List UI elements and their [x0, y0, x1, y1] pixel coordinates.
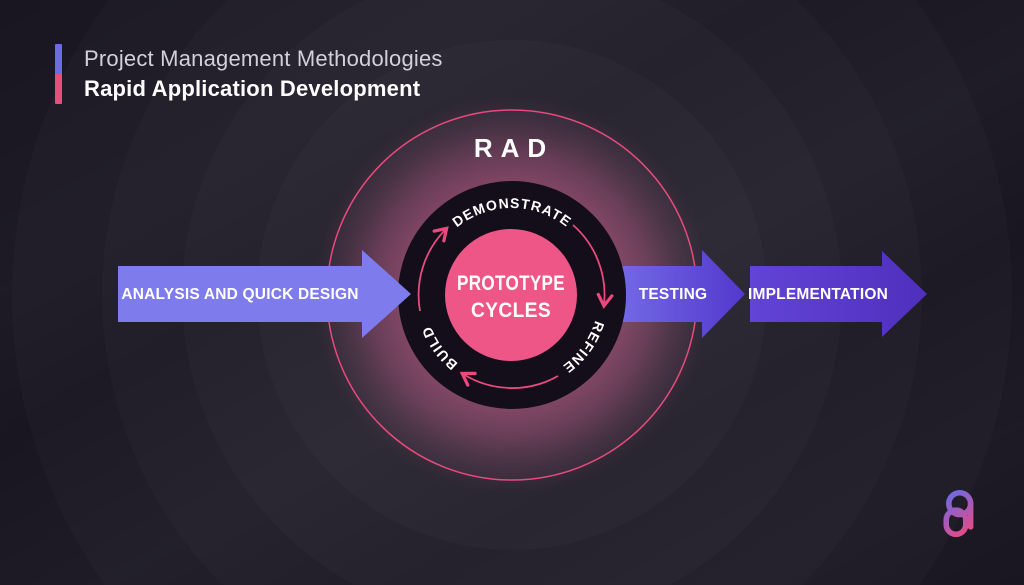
implementation-label: IMPLEMENTATION: [748, 286, 888, 303]
implementation-arrow-shape: [750, 251, 927, 337]
accent-bar-blue-segment: [55, 44, 62, 74]
flow-arrow-analysis: ANALYSIS AND QUICK DESIGN: [118, 250, 411, 338]
rad-label: RAD: [474, 133, 554, 163]
flow-arrow-implementation: IMPLEMENTATION: [748, 251, 927, 337]
cycle-arrow-right-icon: [572, 224, 614, 309]
center-label-line2: CYCLES: [471, 299, 551, 322]
category-label: Project Management Methodologies: [84, 46, 443, 71]
page-title: Rapid Application Development: [84, 76, 421, 101]
title-block: Project Management Methodologies Rapid A…: [84, 44, 443, 104]
logo-pill: [943, 507, 969, 538]
cycle-arrow-left-icon: [417, 226, 449, 312]
accent-bar-pink-segment: [55, 74, 62, 104]
analysis-arrow-shape: [118, 250, 411, 338]
prototype-cycles-circle: [445, 229, 577, 361]
center-label-line1: PROTOTYPE: [457, 272, 565, 295]
header: Project Management Methodologies Rapid A…: [55, 44, 443, 104]
testing-arrow-shape: [612, 250, 745, 338]
brand-logo-icon: [943, 489, 974, 538]
flow-arrow-testing: TESTING: [612, 250, 745, 338]
analysis-label: ANALYSIS AND QUICK DESIGN: [121, 286, 358, 303]
testing-label: TESTING: [639, 286, 708, 303]
cycle-arrow-bottom-icon: [459, 371, 559, 389]
title-accent-bar: [55, 44, 62, 104]
